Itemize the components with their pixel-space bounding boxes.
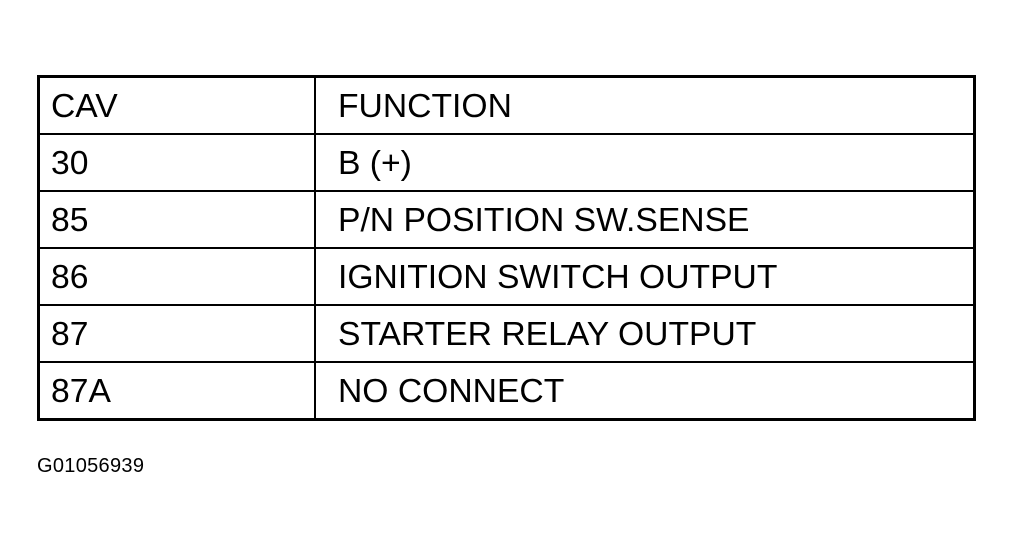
function-cell: IGNITION SWITCH OUTPUT [314,247,976,306]
table-row: 86 IGNITION SWITCH OUTPUT [37,247,976,306]
figure-id: G01056939 [37,455,145,477]
function-cell: STARTER RELAY OUTPUT [314,304,976,363]
function-cell: P/N POSITION SW.SENSE [314,190,976,249]
header-cav-cell: CAV [37,75,316,135]
table-row: 30 B (+) [37,133,976,192]
function-cell: NO CONNECT [314,361,976,421]
header-function-cell: FUNCTION [314,75,976,135]
cav-value: 85 [51,201,89,238]
function-value: STARTER RELAY OUTPUT [338,315,757,352]
function-cell: B (+) [314,133,976,192]
function-value: IGNITION SWITCH OUTPUT [338,258,778,295]
cav-value: 30 [51,144,89,181]
table-row: 85 P/N POSITION SW.SENSE [37,190,976,249]
header-cav-label: CAV [51,87,118,124]
header-function-label: FUNCTION [338,87,512,124]
cav-cell: 87 [37,304,316,363]
cav-value: 87A [51,372,111,409]
function-value: B (+) [338,144,412,181]
table-row: 87A NO CONNECT [37,361,976,421]
cav-cell: 86 [37,247,316,306]
cav-cell: 30 [37,133,316,192]
function-value: NO CONNECT [338,372,565,409]
function-value: P/N POSITION SW.SENSE [338,201,750,238]
cav-cell: 85 [37,190,316,249]
table-header-row: CAV FUNCTION [37,75,976,135]
cav-value: 86 [51,258,89,295]
table-row: 87 STARTER RELAY OUTPUT [37,304,976,363]
cav-cell: 87A [37,361,316,421]
cav-value: 87 [51,315,89,352]
cavity-function-table: CAV FUNCTION 30 B (+) 85 P/N POSITION SW… [37,75,976,421]
